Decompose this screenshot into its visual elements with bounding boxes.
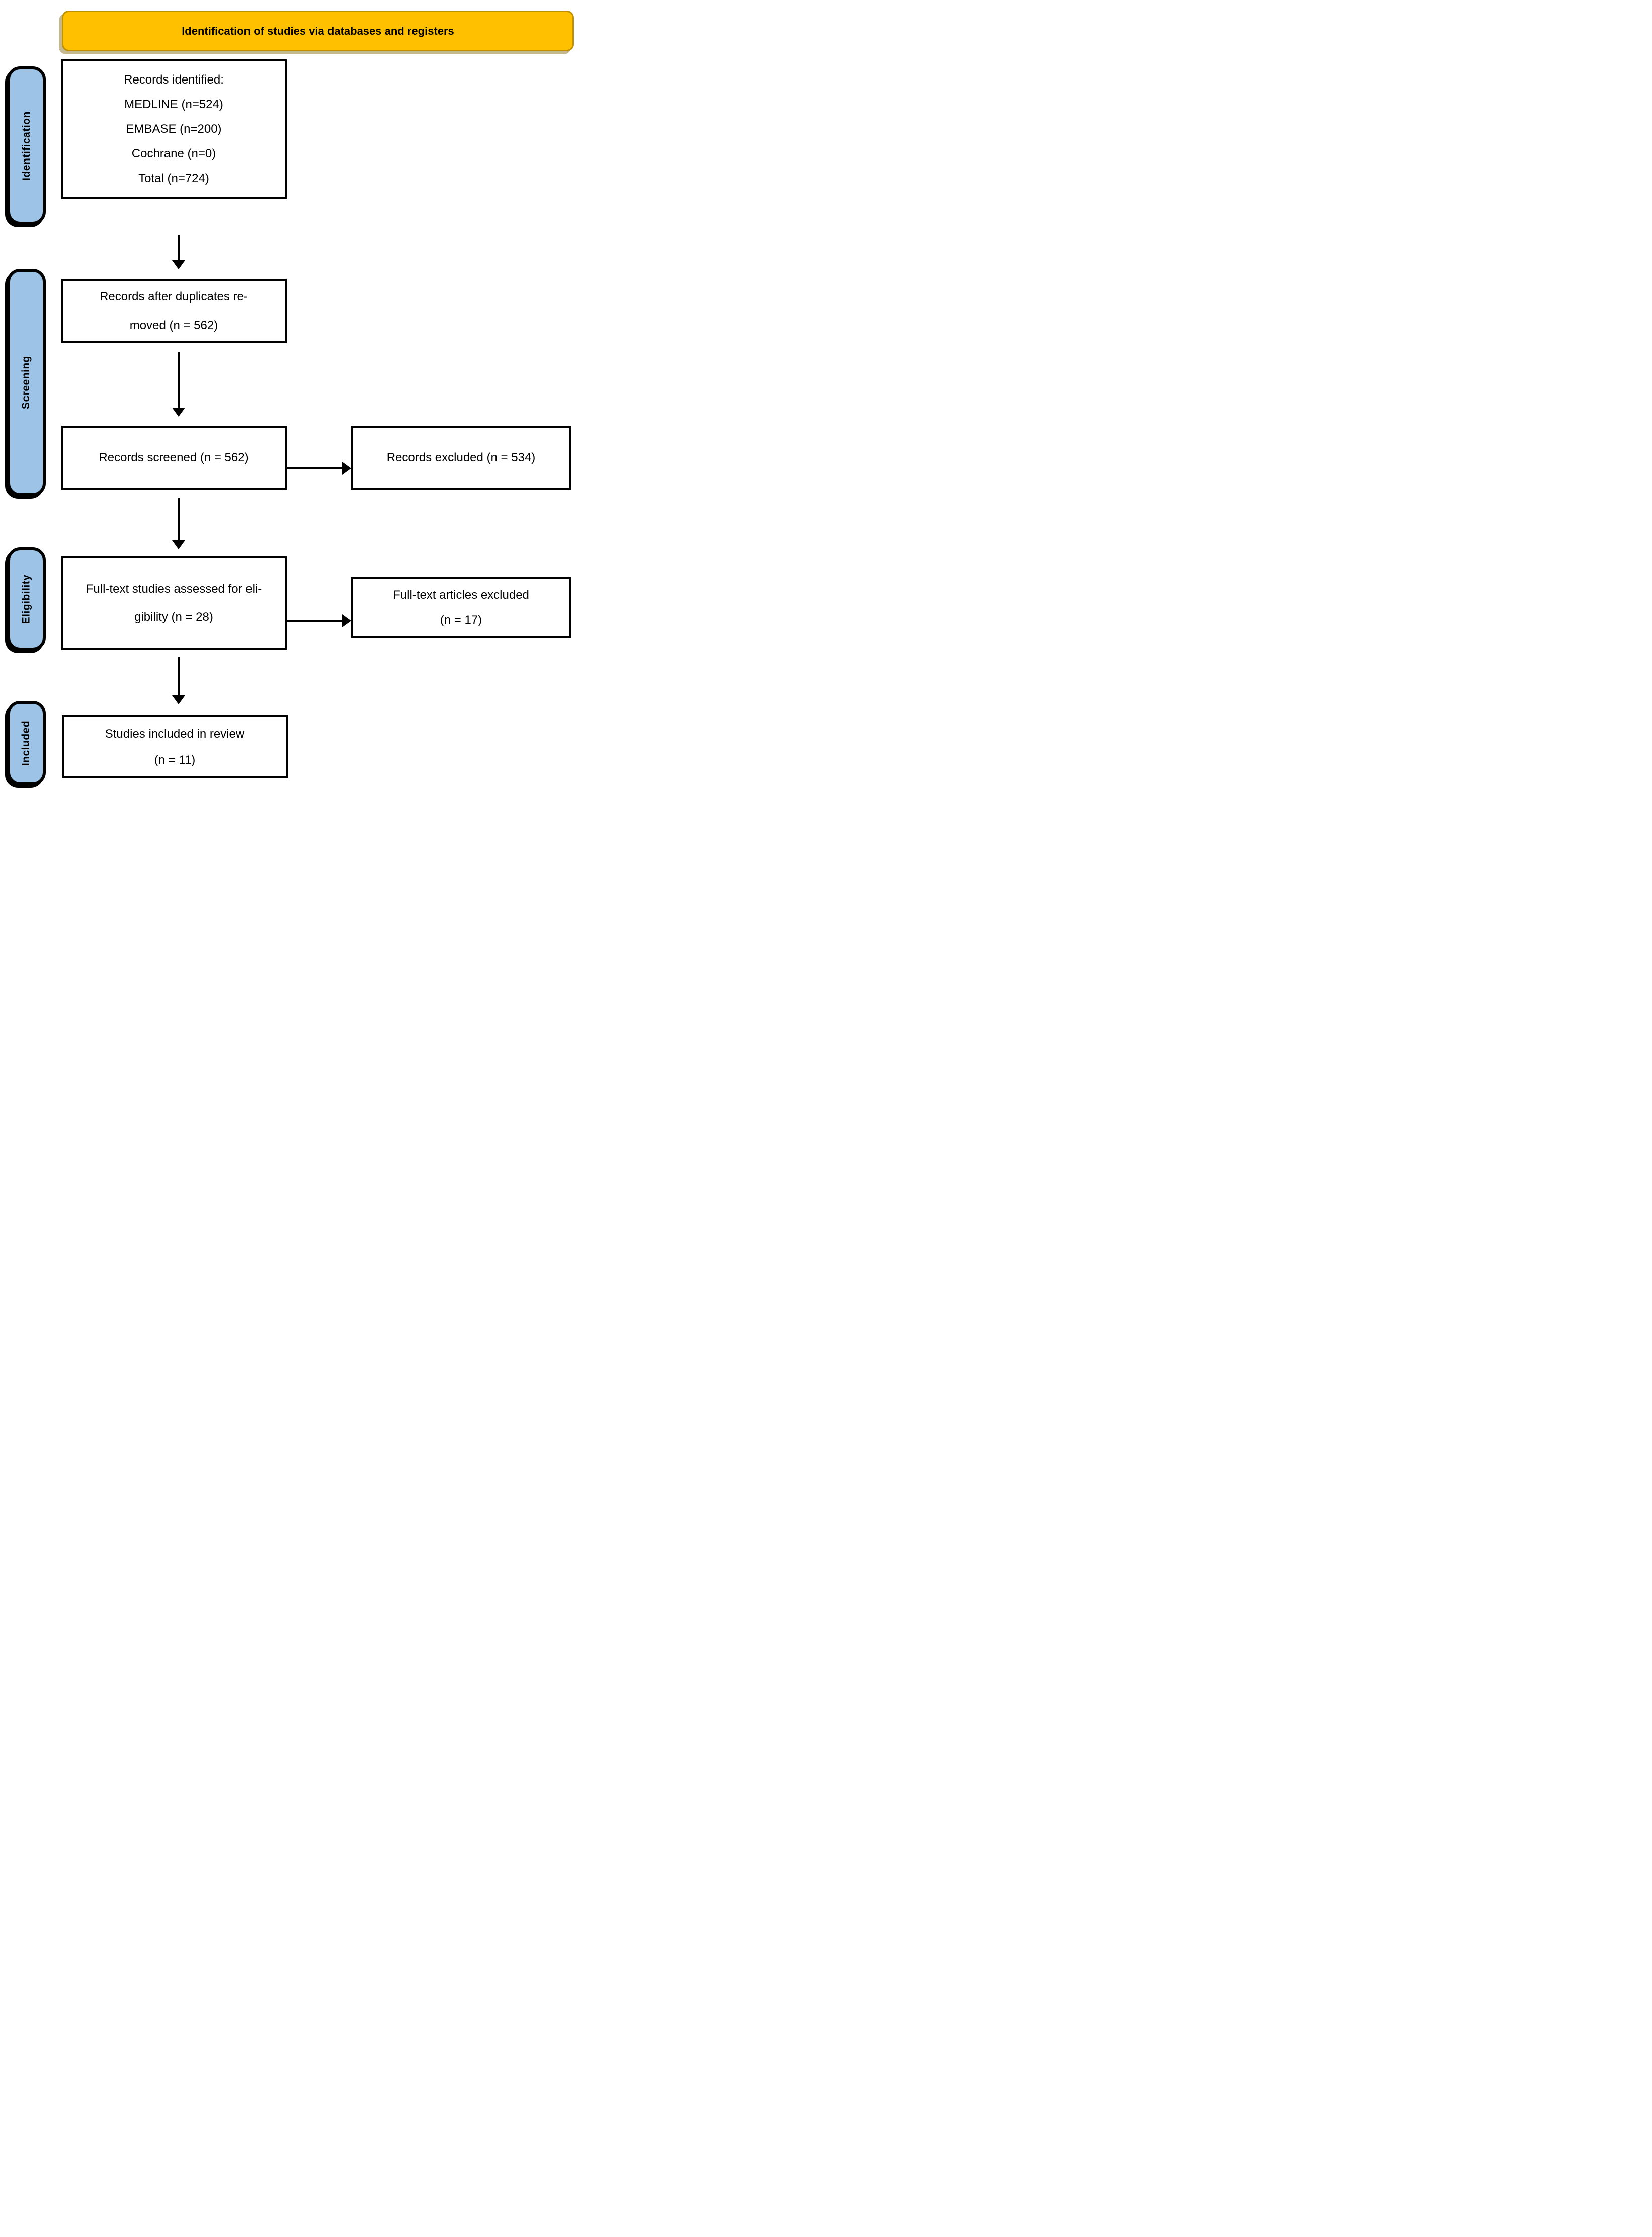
stage-label-eligibility: Eligibility	[7, 547, 46, 651]
box-line: Full-text studies assessed for eli-	[86, 582, 262, 596]
arrow-stem	[178, 657, 180, 695]
arrow-head	[342, 614, 351, 627]
prisma-flow-diagram: Identification of studies via databases …	[0, 0, 590, 799]
box-line: EMBASE (n=200)	[126, 122, 222, 136]
arrow-stem	[178, 498, 180, 540]
arrow-down-icon	[172, 235, 185, 269]
stage-label-text: Eligibility	[20, 574, 32, 624]
box-records-excluded: Records excluded (n = 534)	[351, 426, 571, 490]
arrow-down-icon	[172, 498, 185, 549]
arrow-stem	[287, 467, 342, 469]
arrow-stem	[178, 352, 180, 408]
arrow-down-icon	[172, 352, 185, 417]
arrow-down-icon	[172, 657, 185, 704]
box-line: Records excluded (n = 534)	[386, 451, 536, 464]
arrow-head	[342, 462, 351, 475]
stage-label-text: Screening	[20, 355, 32, 410]
box-line: MEDLINE (n=524)	[124, 98, 223, 111]
box-studies-included: Studies included in review (n = 11)	[62, 715, 288, 778]
arrow-head	[172, 408, 185, 417]
box-line: Cochrane (n=0)	[131, 147, 216, 161]
box-fulltext-excluded: Full-text articles excluded (n = 17)	[351, 577, 571, 638]
stage-label-included: Included	[7, 701, 46, 785]
arrow-head	[172, 260, 185, 269]
box-line: Total (n=724)	[138, 172, 209, 185]
box-line: Records screened (n = 562)	[99, 451, 249, 464]
box-line: Records after duplicates re-	[100, 290, 248, 303]
box-records-screened: Records screened (n = 562)	[61, 426, 287, 490]
box-line: (n = 11)	[154, 753, 196, 767]
box-line: Full-text articles excluded	[393, 588, 529, 602]
arrow-right-icon	[287, 614, 351, 627]
arrow-right-icon	[287, 462, 351, 475]
box-line: gibility (n = 28)	[134, 610, 213, 624]
arrow-stem	[178, 235, 180, 260]
arrow-stem	[287, 620, 342, 622]
box-duplicates-removed: Records after duplicates re- moved (n = …	[61, 279, 287, 343]
stage-label-screening: Screening	[7, 269, 46, 496]
box-line: Records identified:	[124, 73, 224, 87]
banner-title-label: Identification of studies via databases …	[182, 24, 454, 37]
box-line: moved (n = 562)	[129, 318, 218, 332]
arrow-head	[172, 695, 185, 704]
box-fulltext-assessed: Full-text studies assessed for eli- gibi…	[61, 556, 287, 650]
arrow-head	[172, 540, 185, 549]
box-line: (n = 17)	[440, 613, 482, 627]
box-records-identified: Records identified: MEDLINE (n=524) EMBA…	[61, 59, 287, 199]
stage-label-text: Included	[20, 720, 32, 766]
stage-label-identification: Identification	[7, 66, 46, 225]
banner-title: Identification of studies via databases …	[62, 11, 574, 51]
stage-label-text: Identification	[20, 111, 32, 181]
box-line: Studies included in review	[105, 727, 245, 741]
